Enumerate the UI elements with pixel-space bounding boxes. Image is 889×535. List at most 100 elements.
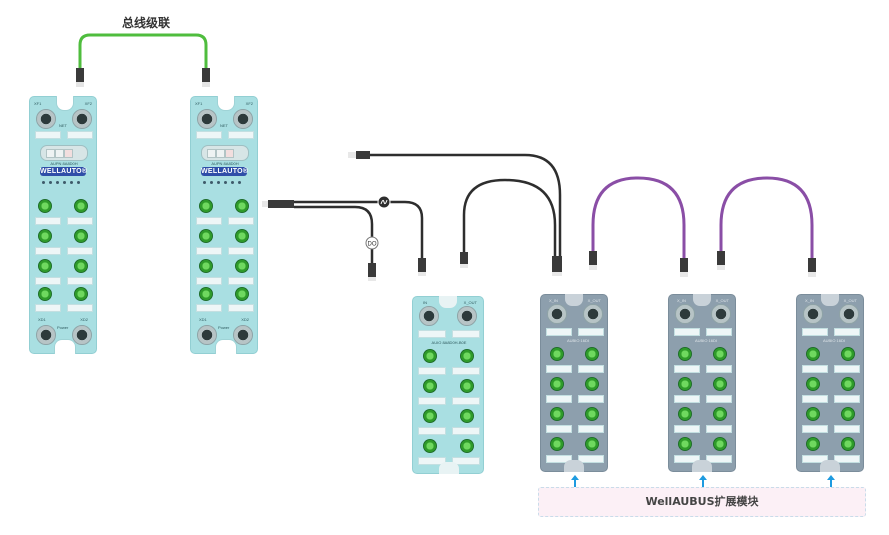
master-module-2[interactable]: XF1 XF2 NET AUPN 8A8D0H WELLAUTO® XD1 XD… <box>190 96 258 354</box>
io-port[interactable] <box>38 229 52 243</box>
connector <box>717 251 725 265</box>
port-label: X_OUT <box>463 300 477 305</box>
expansion-module-3[interactable]: X_IN X_OUT AUBIO 16DI <box>796 294 864 472</box>
io-port[interactable] <box>713 437 727 451</box>
expansion-module-1[interactable]: X_IN X_OUT AUBIO 16DI <box>540 294 608 472</box>
io-port[interactable] <box>199 199 213 213</box>
io-port[interactable] <box>74 199 88 213</box>
in-port[interactable] <box>803 304 823 324</box>
port-label: XD2 <box>80 317 88 322</box>
io-port[interactable] <box>460 379 474 393</box>
status-display <box>40 145 88 161</box>
io-port[interactable] <box>235 199 249 213</box>
io-port[interactable] <box>423 349 437 363</box>
port-label: XD2 <box>241 317 249 322</box>
connector <box>808 258 816 272</box>
net-port-xf1[interactable] <box>36 109 56 129</box>
arrow-up-icon <box>571 475 579 489</box>
in-port[interactable] <box>419 306 439 326</box>
io-port[interactable] <box>713 407 727 421</box>
io-port[interactable] <box>585 437 599 451</box>
connector <box>808 272 816 277</box>
aubus-cable-2 <box>719 176 814 262</box>
io-port[interactable] <box>841 437 855 451</box>
port-label: XF2 <box>84 101 92 106</box>
io-port[interactable] <box>38 199 52 213</box>
arrow-up-icon <box>827 475 835 489</box>
io-port[interactable] <box>423 439 437 453</box>
io-port[interactable] <box>713 377 727 391</box>
io-port[interactable] <box>235 259 249 273</box>
do-badge-icon <box>365 236 379 250</box>
model-label: AUPN 8A8D0H <box>50 161 78 166</box>
io-port[interactable] <box>841 407 855 421</box>
led-row <box>42 181 80 184</box>
power-port-xd1[interactable] <box>36 325 56 345</box>
mount-hole <box>54 339 76 354</box>
io-port[interactable] <box>678 407 692 421</box>
io-port[interactable] <box>235 287 249 301</box>
net-port-xf2[interactable] <box>72 109 92 129</box>
out-port[interactable] <box>711 304 731 324</box>
io-port[interactable] <box>806 377 820 391</box>
power-port-xd2[interactable] <box>72 325 92 345</box>
io-port[interactable] <box>550 377 564 391</box>
io-port[interactable] <box>74 259 88 273</box>
io-port[interactable] <box>460 439 474 453</box>
io-port[interactable] <box>423 379 437 393</box>
port-label: X_OUT <box>715 298 729 303</box>
connector <box>418 258 426 272</box>
io-port[interactable] <box>423 409 437 423</box>
out-port[interactable] <box>839 304 859 324</box>
in-port[interactable] <box>547 304 567 324</box>
connector <box>202 82 210 87</box>
port-label: IN <box>423 300 427 305</box>
io-port[interactable] <box>841 347 855 361</box>
net-port-xf1[interactable] <box>197 109 217 129</box>
model-label: AUBIO 16DI <box>695 338 718 343</box>
power-port-xd1[interactable] <box>197 325 217 345</box>
io-port[interactable] <box>460 349 474 363</box>
expansion-module-2[interactable]: X_IN X_OUT AUBIO 16DI <box>668 294 736 472</box>
out-port[interactable] <box>457 306 477 326</box>
io-port[interactable] <box>74 287 88 301</box>
do-cable <box>294 205 374 268</box>
io-port[interactable] <box>38 259 52 273</box>
io-port[interactable] <box>550 407 564 421</box>
out-port[interactable] <box>583 304 603 324</box>
io-port[interactable] <box>235 229 249 243</box>
io-port[interactable] <box>550 347 564 361</box>
io-port[interactable] <box>199 287 213 301</box>
io-port[interactable] <box>806 347 820 361</box>
aubus-cable-1 <box>591 176 686 262</box>
master-module-1[interactable]: XF1 XF2 NET AUPN 8A8D0H WELLAUTO® XD1 XD… <box>29 96 97 354</box>
connector <box>368 277 376 281</box>
io-port[interactable] <box>585 377 599 391</box>
io-port[interactable] <box>585 407 599 421</box>
io-port[interactable] <box>199 259 213 273</box>
io-port[interactable] <box>460 409 474 423</box>
io-module[interactable]: IN X_OUT AUIO 8A8D0H-B0E <box>412 296 484 474</box>
io-port[interactable] <box>806 437 820 451</box>
in-port[interactable] <box>675 304 695 324</box>
bus-cascade-title: 总线级联 <box>122 16 171 30</box>
connector <box>202 68 210 82</box>
io-port[interactable] <box>550 437 564 451</box>
io-port[interactable] <box>678 377 692 391</box>
power-label: Power <box>57 325 69 330</box>
connector <box>356 151 370 159</box>
io-port[interactable] <box>38 287 52 301</box>
port-label: XF2 <box>245 101 253 106</box>
io-port[interactable] <box>713 347 727 361</box>
io-port[interactable] <box>841 377 855 391</box>
io-port[interactable] <box>585 347 599 361</box>
io-port[interactable] <box>199 229 213 243</box>
io-port[interactable] <box>806 407 820 421</box>
port-label: XF1 <box>195 101 203 106</box>
power-port-xd2[interactable] <box>233 325 253 345</box>
io-port[interactable] <box>74 229 88 243</box>
net-port-xf2[interactable] <box>233 109 253 129</box>
io-port[interactable] <box>678 437 692 451</box>
io-port[interactable] <box>678 347 692 361</box>
power-label: Power <box>218 325 230 330</box>
